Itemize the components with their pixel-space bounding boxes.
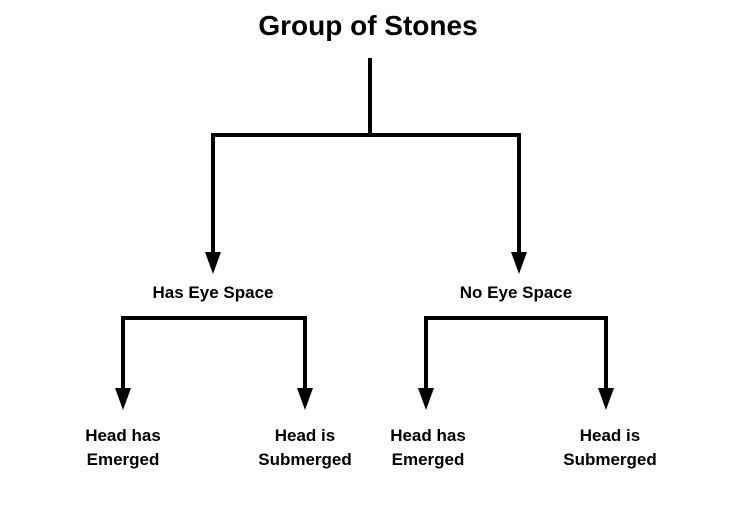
arrowhead-no-eye-submerged — [598, 388, 614, 410]
leaf-line2: Emerged — [86, 450, 160, 469]
diagram-title: Group of Stones — [258, 10, 478, 41]
leaf-line1: Head has — [85, 426, 161, 445]
arrowhead-has-eye-space — [205, 252, 221, 274]
node-no-eye-space: No Eye Space — [459, 283, 573, 302]
leaf-has-eye-submerged: Head is Submerged — [245, 424, 365, 472]
leaf-line2: Submerged — [563, 450, 657, 469]
arrowhead-no-eye-emerged — [418, 388, 434, 410]
leaf-line2: Emerged — [391, 450, 465, 469]
leaf-line1: Head has — [390, 426, 466, 445]
arrowhead-no-eye-space — [511, 252, 527, 274]
leaf-line2: Submerged — [258, 450, 352, 469]
leaf-no-eye-emerged: Head has Emerged — [368, 424, 488, 472]
leaf-line1: Head is — [579, 426, 641, 445]
node-has-eye-space: Has Eye Space — [152, 283, 274, 302]
leaf-has-eye-emerged: Head has Emerged — [63, 424, 183, 472]
leaf-line1: Head is — [274, 426, 336, 445]
arrowhead-has-eye-emerged — [115, 388, 131, 410]
arrowhead-has-eye-submerged — [297, 388, 313, 410]
leaf-no-eye-submerged: Head is Submerged — [550, 424, 670, 472]
